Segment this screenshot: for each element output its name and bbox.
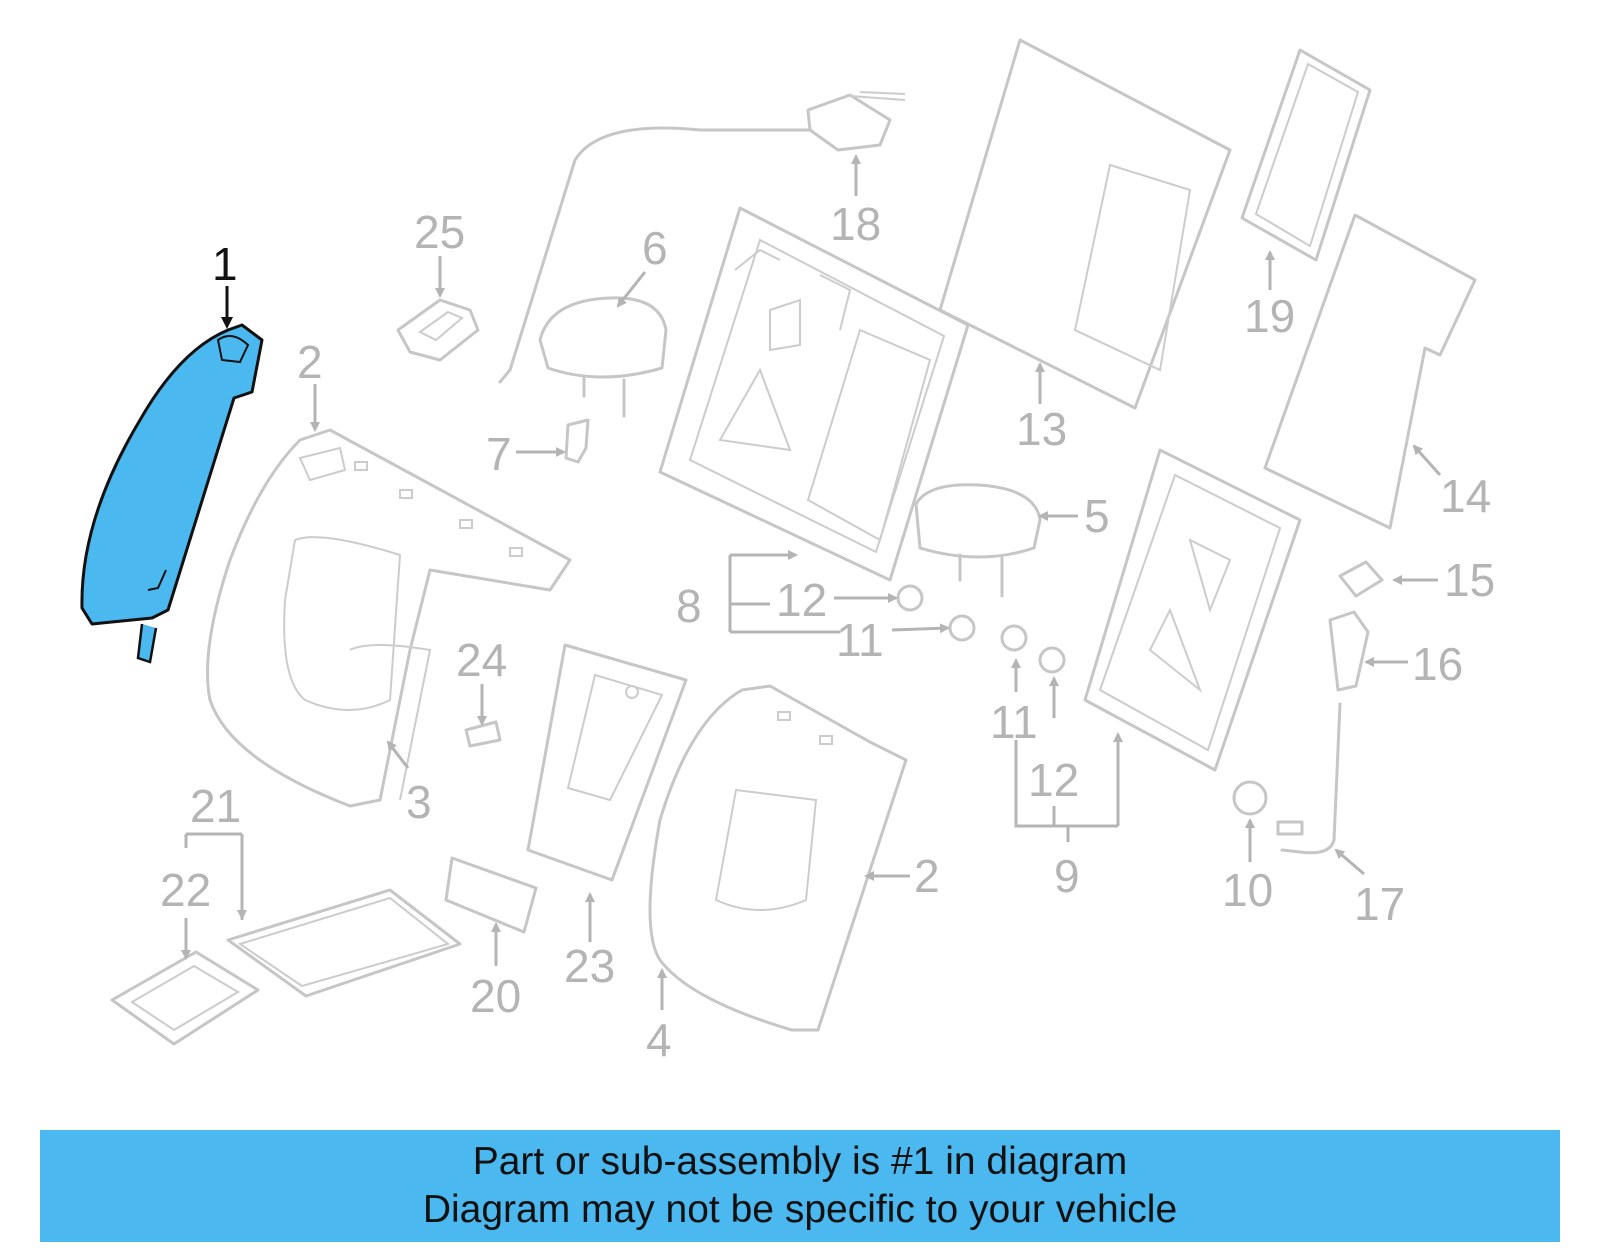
part-6-headrest [538, 296, 668, 418]
part-11-clip [948, 614, 976, 642]
part-11-right [1000, 624, 1028, 652]
callout-24: 24 [456, 634, 507, 686]
part-10 [1232, 780, 1268, 816]
callout-2-lower: 2 [914, 850, 940, 902]
part-14-panel [1263, 213, 1477, 530]
banner-line-2: Diagram may not be specific to your vehi… [422, 1188, 1178, 1231]
callout-17: 17 [1354, 878, 1405, 930]
callout-15: 15 [1444, 554, 1495, 606]
part-21 [226, 888, 462, 998]
callout-25: 25 [414, 206, 465, 258]
part-25 [396, 298, 480, 362]
part-24 [464, 720, 502, 748]
callout-21: 21 [190, 780, 241, 832]
part-19 [1240, 48, 1372, 262]
part-18-cable [498, 91, 906, 384]
callout-8: 8 [676, 580, 702, 632]
callout-2-upper: 2 [297, 336, 323, 388]
part-1-highlighted[interactable] [80, 323, 264, 664]
callout-7: 7 [486, 428, 512, 480]
part-22 [110, 950, 260, 1046]
callout-12-right: 12 [1028, 754, 1079, 806]
callout-20: 20 [470, 970, 521, 1022]
part-8-frame [658, 206, 970, 582]
part-20 [444, 856, 538, 934]
callout-6: 6 [642, 222, 668, 274]
callout-4: 4 [646, 1014, 672, 1066]
callout-23: 23 [564, 940, 615, 992]
callout-1: 1 [212, 238, 238, 290]
info-banner: Part or sub-assembly is #1 in diagram Di… [40, 1130, 1560, 1242]
callout-16: 16 [1412, 638, 1463, 690]
callout-12-left: 12 [776, 574, 827, 626]
part-7 [564, 418, 590, 464]
callout-10: 10 [1222, 864, 1273, 916]
callout-22: 22 [160, 864, 211, 916]
callout-18: 18 [830, 198, 881, 250]
part-16-17 [1276, 610, 1370, 855]
callout-19: 19 [1244, 290, 1295, 342]
part-12-right [1038, 646, 1066, 674]
part-2-lower [648, 684, 908, 1032]
part-12-grommet [896, 584, 924, 612]
callout-13: 13 [1016, 403, 1067, 455]
callout-14: 14 [1440, 470, 1491, 522]
banner-line-1: Part or sub-assembly is #1 in diagram [472, 1140, 1128, 1183]
part-9-frame [1083, 448, 1302, 772]
callout-11-right: 11 [990, 696, 1038, 748]
part-5 [914, 483, 1042, 598]
callout-11-left: 11 [836, 614, 884, 666]
part-15 [1338, 560, 1384, 598]
callout-5: 5 [1084, 490, 1110, 542]
callout-9: 9 [1054, 850, 1080, 902]
part-13-panel [938, 38, 1232, 410]
part-23-frame [526, 643, 688, 882]
part-2-upper [206, 428, 572, 808]
callout-3: 3 [406, 776, 432, 828]
